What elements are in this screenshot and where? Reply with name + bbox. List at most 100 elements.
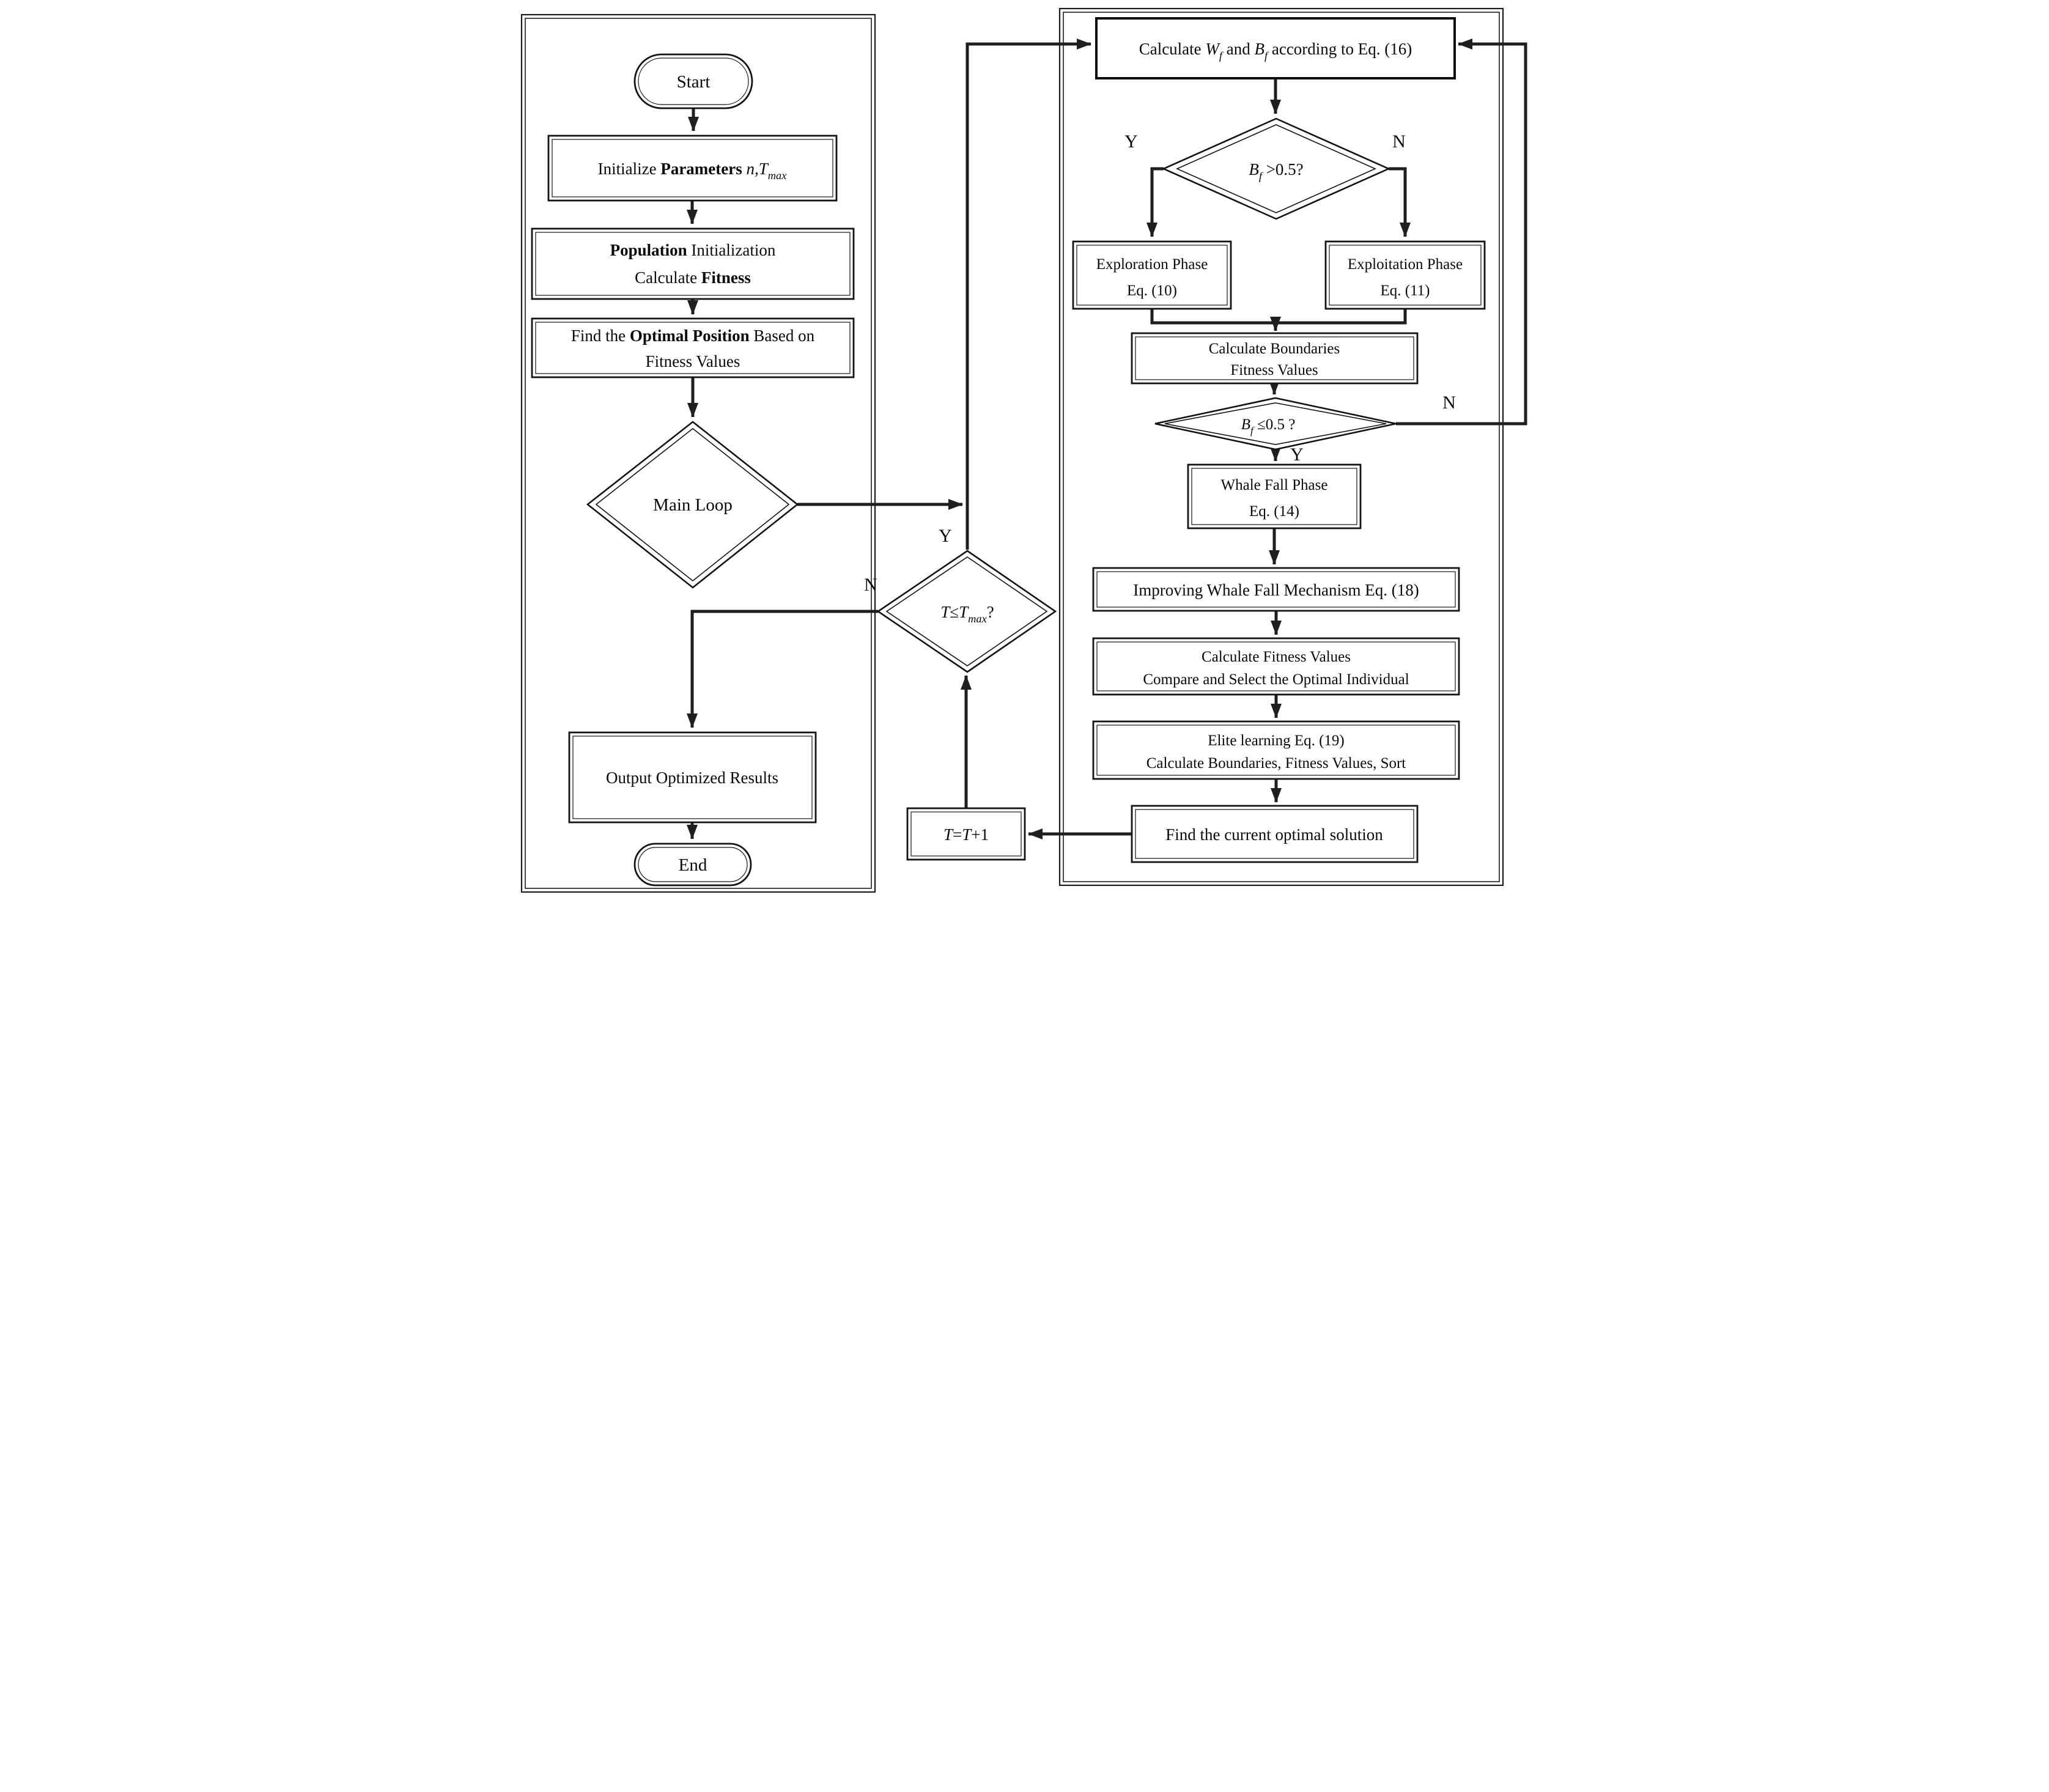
t-check-diamond-inner xyxy=(885,556,1047,666)
elite-learning-box-inner xyxy=(1096,725,1456,776)
output-results-node: Output Optimized Results xyxy=(568,731,816,824)
t-increment-node: T=T+1 xyxy=(906,807,1025,861)
t-check-label: T≤Tmax? xyxy=(940,603,994,625)
calc-boundaries-box-inner xyxy=(1134,336,1414,380)
calc-boundaries-line1: Calculate Boundaries xyxy=(1208,341,1340,357)
find-current-label: Find the current optimal solution xyxy=(1165,825,1383,844)
output-box-inner xyxy=(572,736,813,819)
flowchart-page: Start Initialize Parameters n,Tmax Popul… xyxy=(512,0,1537,896)
bf-gt-diamond-inner xyxy=(1175,124,1376,213)
main-loop-diamond-inner xyxy=(595,427,789,582)
whale-fall-box xyxy=(1187,463,1361,529)
connector-tcheck-no-output xyxy=(686,610,878,728)
end-shape xyxy=(633,843,751,887)
find-optimal-box xyxy=(531,317,854,378)
population-line2: Calculate Fitness xyxy=(635,268,751,287)
elite-learning-node: Elite learning Eq. (19) Calculate Bounda… xyxy=(1092,720,1460,780)
initialize-parameters-label: Initialize Parameters n,Tmax xyxy=(597,160,787,182)
exploitation-line2: Eq. (11) xyxy=(1380,282,1430,299)
calc-wb-label: Calculate Wf and Bf according to Eq. (16… xyxy=(1139,40,1412,62)
bf-le-diamond xyxy=(1154,397,1396,451)
bf-gt-decision: Bf >0.5? xyxy=(1161,117,1390,220)
bf-le-no-label: N xyxy=(1442,393,1456,413)
bf-le-decision: Bf ≤0.5 ? xyxy=(1154,397,1396,451)
calc-boundaries-box xyxy=(1131,332,1418,385)
t-check-decision: T≤Tmax? xyxy=(876,550,1057,673)
output-box xyxy=(568,731,816,824)
calc-fitness-box xyxy=(1092,637,1460,696)
find-optimal-box-inner xyxy=(534,322,851,374)
exploitation-box xyxy=(1324,240,1485,310)
bf-gt-yes-label: Y xyxy=(1124,131,1138,152)
start-label: Start xyxy=(676,72,710,92)
optimization-flowchart: Start Initialize Parameters n,Tmax Popul… xyxy=(512,0,1537,896)
main-loop-diamond xyxy=(586,421,799,589)
t-check-no-label: N xyxy=(864,575,877,595)
end-shape-inner xyxy=(637,847,748,882)
exploration-phase-node: Exploration Phase Eq. (10) xyxy=(1072,240,1231,310)
exploitation-box-inner xyxy=(1328,245,1482,306)
find-current-box-inner xyxy=(1134,809,1414,859)
calc-fitness-node: Calculate Fitness Values Compare and Sel… xyxy=(1092,637,1460,696)
find-current-optimal-node: Find the current optimal solution xyxy=(1131,805,1418,863)
exploration-box-inner xyxy=(1076,245,1228,306)
connector-bfgt-yes-exploration xyxy=(1146,167,1164,237)
main-loop-decision: Main Loop xyxy=(586,421,799,589)
exploration-line2: Eq. (10) xyxy=(1127,282,1177,299)
calc-fitness-box-inner xyxy=(1096,641,1456,691)
start-shape xyxy=(633,53,753,109)
elite-learning-line2: Calculate Boundaries, Fitness Values, So… xyxy=(1146,755,1406,772)
connector-trunk-calcwb xyxy=(965,39,1091,550)
t-check-diamond xyxy=(876,550,1057,673)
bf-gt-label: Bf >0.5? xyxy=(1249,160,1303,182)
whale-fall-line1: Whale Fall Phase xyxy=(1220,477,1327,493)
population-box-inner xyxy=(534,232,851,296)
exploitation-line1: Exploitation Phase xyxy=(1347,256,1462,273)
find-optimal-line2: Fitness Values xyxy=(645,352,740,371)
left-panel-border xyxy=(520,13,876,893)
exploration-box xyxy=(1072,240,1231,310)
whale-fall-node: Whale Fall Phase Eq. (14) xyxy=(1187,463,1361,529)
bf-le-yes-label: Y xyxy=(1290,444,1304,465)
exploration-line1: Exploration Phase xyxy=(1096,256,1208,273)
calc-boundaries-node: Calculate Boundaries Fitness Values xyxy=(1131,332,1418,385)
calc-fitness-line1: Calculate Fitness Values xyxy=(1202,649,1351,665)
initialize-parameters-node: Initialize Parameters n,Tmax xyxy=(547,135,837,202)
t-increment-box xyxy=(906,807,1025,861)
calc-fitness-line2: Compare and Select the Optimal Individua… xyxy=(1143,671,1409,688)
improving-box xyxy=(1092,567,1460,612)
elite-learning-box xyxy=(1092,720,1460,780)
right-panel-border xyxy=(1058,7,1504,887)
whale-fall-line2: Eq. (14) xyxy=(1249,503,1299,520)
whale-fall-box-inner xyxy=(1191,468,1357,525)
population-box xyxy=(531,227,854,300)
find-current-box xyxy=(1131,805,1418,863)
connector-bfle-no-loopback xyxy=(1395,39,1527,426)
connectors xyxy=(686,39,1527,839)
end-node: End xyxy=(633,843,751,887)
output-label: Output Optimized Results xyxy=(606,769,778,787)
calc-boundaries-line2: Fitness Values xyxy=(1230,362,1318,378)
population-initialization-node: Population Initialization Calculate Fitn… xyxy=(531,227,854,300)
improving-label: Improving Whale Fall Mechanism Eq. (18) xyxy=(1133,581,1419,599)
main-loop-label: Main Loop xyxy=(653,495,733,515)
find-optimal-position-node: Find the Optimal Position Based on Fitne… xyxy=(531,317,854,378)
population-line1: Population Initialization xyxy=(610,241,775,259)
t-increment-box-inner xyxy=(910,811,1022,857)
connector-bfgt-no-exploitation xyxy=(1388,167,1411,237)
initialize-parameters-box-inner xyxy=(551,139,833,197)
t-check-yes-label: Y xyxy=(939,526,952,546)
improving-whale-fall-node: Improving Whale Fall Mechanism Eq. (18) xyxy=(1092,567,1460,612)
find-optimal-line1: Find the Optimal Position Based on xyxy=(570,326,814,345)
improving-box-inner xyxy=(1096,571,1456,608)
exploitation-phase-node: Exploitation Phase Eq. (11) xyxy=(1324,240,1485,310)
calc-wb-node: Calculate Wf and Bf according to Eq. (16… xyxy=(1095,17,1456,79)
t-increment-label: T=T+1 xyxy=(943,825,988,844)
calc-wb-box xyxy=(1095,17,1456,79)
bf-le-diamond-inner xyxy=(1164,402,1386,445)
start-shape-inner xyxy=(637,57,749,105)
elite-learning-line1: Elite learning Eq. (19) xyxy=(1208,732,1345,749)
end-label: End xyxy=(678,855,707,875)
initialize-parameters-box xyxy=(547,135,837,202)
bf-le-label: Bf ≤0.5 ? xyxy=(1241,416,1295,437)
